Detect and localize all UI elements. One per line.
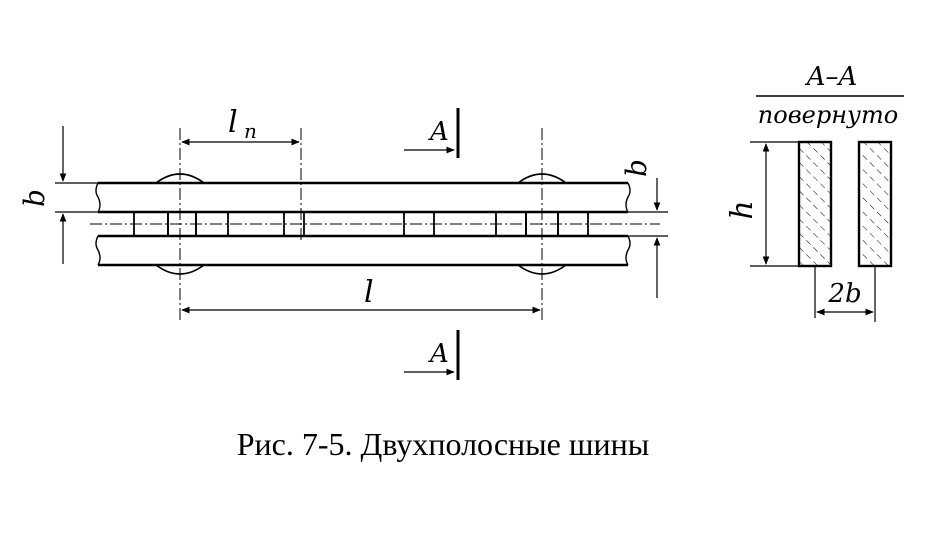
label-h: h [725,200,760,219]
figure-caption: Рис. 7-5. Двухполосные шины [237,426,650,462]
section-bar-right [857,140,893,268]
busbar-elevation [90,128,660,322]
label-section-top: A [428,117,449,147]
label-b-right: b [620,159,653,177]
centerlines [90,128,660,322]
lower-strip [95,234,631,267]
upper-strip [95,181,631,214]
section-view: A–A повернуто h 2b [725,62,904,322]
section-note: повернуто [758,101,898,129]
dimension-b-right [628,178,668,298]
dimension-2b [814,266,876,322]
section-bar-left [797,140,833,268]
section-marker-top [404,108,460,158]
dimension-h [750,141,799,267]
label-2b: 2b [827,279,861,309]
label-b-left: b [18,189,51,207]
section-title: A–A [805,62,858,92]
label-l-n-subscript: п [244,119,257,143]
label-l-n: l [228,105,238,140]
label-l: l [364,275,374,310]
label-section-bottom: A [428,339,449,369]
dimension-b-left [55,126,98,264]
section-marker-bottom [404,330,460,380]
